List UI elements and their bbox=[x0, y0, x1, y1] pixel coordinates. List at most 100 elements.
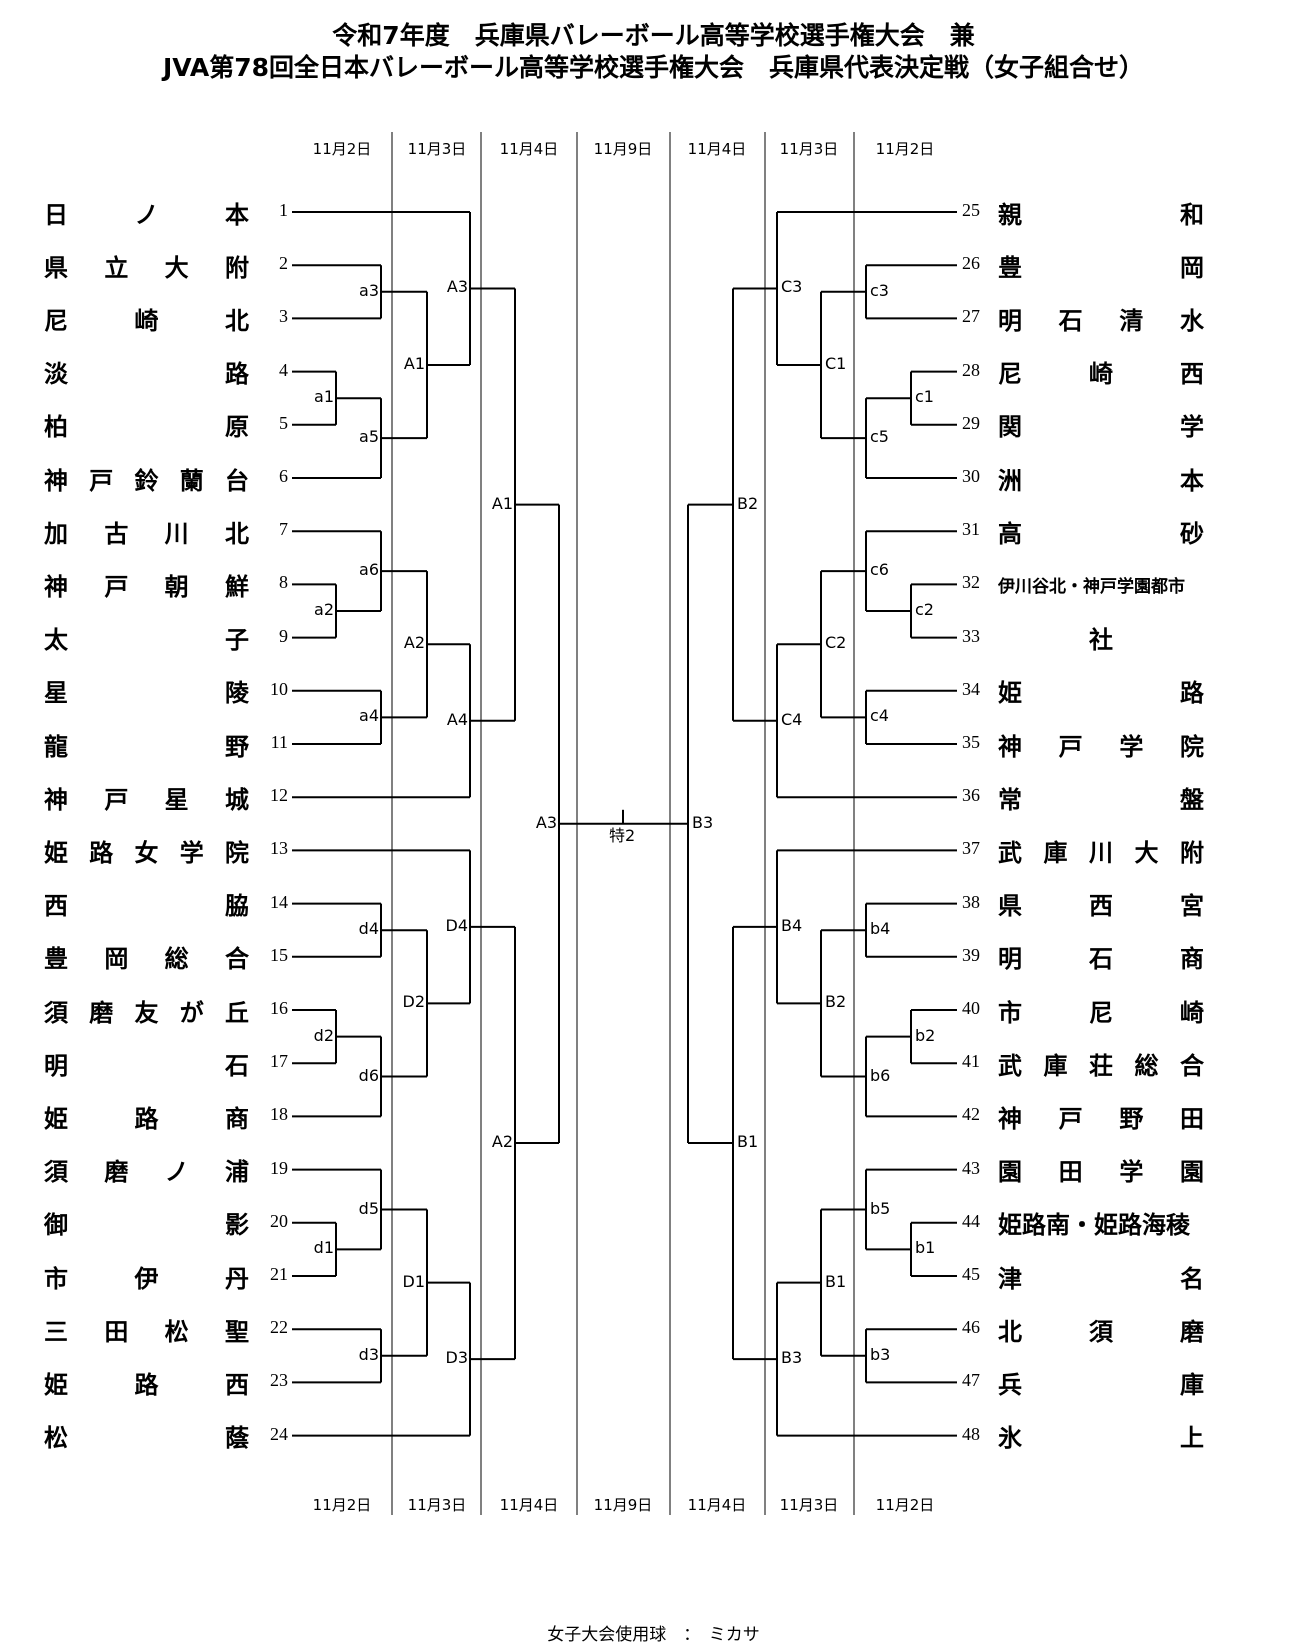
match-label: C1 bbox=[825, 353, 847, 373]
team-name: 県立大附 bbox=[44, 250, 249, 282]
team-name-char: 清 bbox=[1119, 306, 1144, 335]
footer-note: 女子大会使用球 ： ミカサ bbox=[547, 1625, 760, 1645]
match-label: D4 bbox=[445, 915, 469, 935]
team-name: 津名 bbox=[998, 1261, 1204, 1293]
team-name: 神戸鈴蘭台 bbox=[44, 463, 249, 495]
team-name-char: 総 bbox=[164, 945, 189, 974]
seed-number: 38 bbox=[962, 891, 980, 912]
team-name: 松蔭 bbox=[44, 1421, 249, 1453]
team-name-char: ノ bbox=[164, 1158, 189, 1187]
team-name-text: 伊川谷北・神戸学園都市 bbox=[998, 576, 1185, 597]
team-name: 神戸学院 bbox=[998, 729, 1204, 761]
team-name: 明石 bbox=[44, 1048, 249, 1080]
team-name-char: 陵 bbox=[225, 679, 249, 708]
team-name-char: 崎 bbox=[134, 306, 159, 335]
team-name-char: 西 bbox=[44, 892, 68, 921]
seed-number: 33 bbox=[962, 625, 980, 646]
team-name-char: 蘭 bbox=[179, 466, 204, 495]
seed-number: 40 bbox=[962, 998, 980, 1018]
team-name-char: 本 bbox=[1180, 466, 1204, 495]
team-name-char: 総 bbox=[1134, 1051, 1159, 1080]
seed-number: 19 bbox=[270, 1157, 288, 1178]
team-name: 豊岡 bbox=[998, 250, 1204, 282]
match-label: b1 bbox=[915, 1238, 936, 1258]
team-name-char: 武 bbox=[998, 838, 1022, 867]
seed-number: 26 bbox=[962, 253, 980, 274]
team-name-char: が bbox=[179, 998, 204, 1027]
team-name: 兵庫 bbox=[998, 1367, 1204, 1399]
match-label: A3 bbox=[446, 277, 468, 297]
team-name-char: 学 bbox=[1180, 413, 1204, 442]
team-name-char: 磨 bbox=[89, 998, 114, 1027]
team-name-char: 崎 bbox=[1180, 998, 1204, 1027]
team-name-char: 豊 bbox=[998, 253, 1022, 282]
seed-number: 3 bbox=[279, 306, 288, 327]
team-name-char: 庫 bbox=[1043, 1051, 1068, 1080]
team-name-char: 女 bbox=[134, 838, 159, 867]
team-name-char: 加 bbox=[44, 519, 68, 548]
match-label: B3 bbox=[692, 812, 714, 832]
team-name-char: 伊 bbox=[134, 1264, 159, 1293]
team-name: 日ノ本 bbox=[44, 197, 249, 229]
team-name-char: 戸 bbox=[1058, 1104, 1083, 1133]
team-name: 伊川谷北・神戸学園都市 bbox=[998, 569, 1204, 599]
team-name-char: 古 bbox=[104, 519, 129, 548]
team-name-char: 庫 bbox=[1043, 838, 1068, 867]
team-name-char: 神 bbox=[44, 785, 68, 814]
seed-number: 47 bbox=[962, 1370, 980, 1391]
team-name: 洲本 bbox=[998, 463, 1204, 495]
date-label: 11月4日 bbox=[687, 1496, 747, 1514]
team-name-char: 脇 bbox=[225, 892, 249, 921]
seed-number: 15 bbox=[270, 944, 288, 965]
seed-number: 29 bbox=[962, 412, 980, 433]
team-name-char: 武 bbox=[998, 1051, 1022, 1080]
team-name-char: 淡 bbox=[44, 360, 68, 389]
team-name-char: 路 bbox=[134, 1370, 159, 1399]
team-name-char: 朝 bbox=[164, 572, 189, 601]
seed-number: 6 bbox=[279, 466, 288, 486]
seed-number: 31 bbox=[962, 519, 980, 540]
team-name-char: 柏 bbox=[44, 413, 68, 442]
team-name-char: 園 bbox=[1179, 1158, 1204, 1187]
seed-number: 48 bbox=[962, 1423, 980, 1444]
team-name-char: 原 bbox=[225, 413, 249, 442]
team-name-char: 立 bbox=[104, 253, 129, 282]
team-name-char: 姫 bbox=[44, 838, 68, 867]
match-label: B3 bbox=[781, 1348, 803, 1368]
date-label: 11月9日 bbox=[593, 140, 653, 158]
team-name-char: 盤 bbox=[1180, 785, 1204, 814]
seed-number: 32 bbox=[962, 572, 980, 593]
seed-number: 13 bbox=[270, 838, 288, 859]
team-name: 姫路南・姫路海稜 bbox=[998, 1208, 1204, 1239]
date-label: 11月4日 bbox=[499, 1496, 559, 1514]
team-name: 須磨友が丘 bbox=[44, 995, 249, 1027]
team-name-char: 神 bbox=[44, 466, 68, 495]
match-label: A3 bbox=[535, 812, 557, 832]
team-name-char: 川 bbox=[1089, 838, 1113, 867]
team-name-char: 神 bbox=[44, 572, 68, 601]
team-name-char: 蔭 bbox=[225, 1424, 249, 1453]
match-label: A1 bbox=[491, 493, 513, 513]
team-name: 武庫川大附 bbox=[998, 835, 1204, 867]
team-name-char: 鈴 bbox=[134, 466, 159, 495]
seed-number: 9 bbox=[279, 625, 288, 646]
team-name-char: 三 bbox=[44, 1317, 68, 1346]
team-name-char: 合 bbox=[1180, 1051, 1204, 1080]
team-name-char: 北 bbox=[998, 1317, 1022, 1346]
team-name-char: 名 bbox=[1180, 1264, 1204, 1293]
team-name-char: 市 bbox=[998, 998, 1022, 1027]
team-name-char: 太 bbox=[44, 626, 68, 655]
match-label: b6 bbox=[870, 1065, 891, 1085]
team-name-char: 尼 bbox=[44, 306, 68, 335]
team-name-char: 西 bbox=[1180, 360, 1204, 389]
team-name-char: 石 bbox=[1058, 306, 1083, 335]
match-label: c6 bbox=[870, 560, 889, 580]
team-name: 星陵 bbox=[44, 676, 249, 708]
team-name-char: 豊 bbox=[44, 945, 68, 974]
seed-number: 7 bbox=[279, 519, 288, 540]
team-name: 市伊丹 bbox=[44, 1261, 249, 1293]
team-name-char: 園 bbox=[998, 1158, 1022, 1187]
seed-number: 20 bbox=[270, 1210, 288, 1231]
team-name-char: 院 bbox=[225, 838, 249, 867]
team-name: 明石商 bbox=[998, 942, 1204, 973]
